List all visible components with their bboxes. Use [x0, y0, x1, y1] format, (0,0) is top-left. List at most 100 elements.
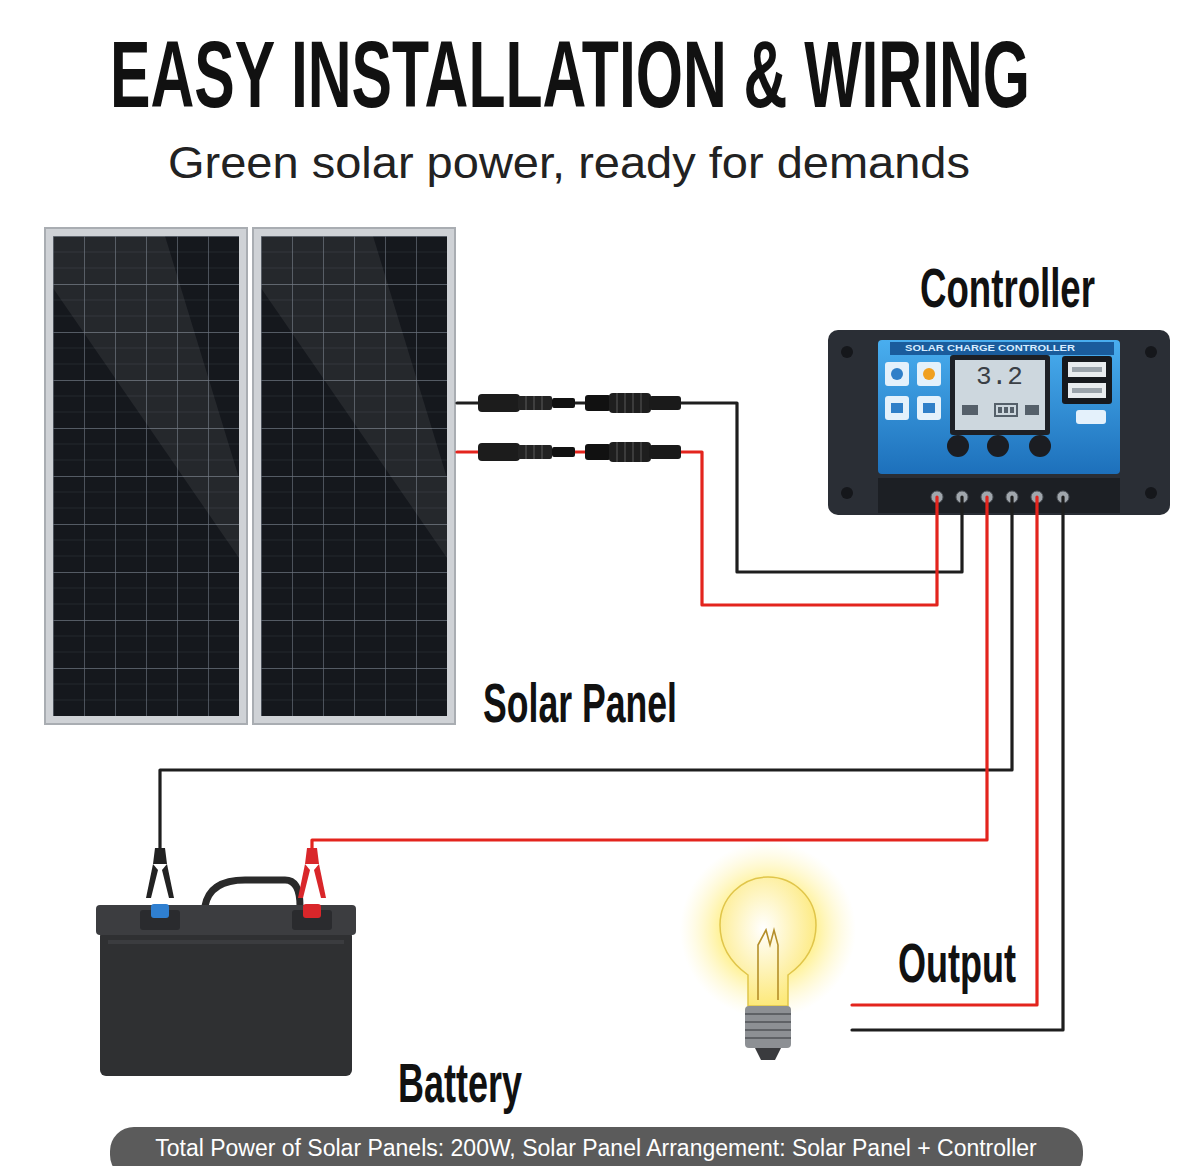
- mc4-connector: [649, 396, 681, 410]
- charge-controller: Controller: [828, 330, 1170, 497]
- part-label: Solar Panel: [483, 675, 677, 731]
- light-bulb: [755, 1048, 781, 1060]
- charge-controller-body: [950, 355, 1050, 435]
- wire: [852, 497, 1063, 1030]
- battery: Battery: [100, 848, 352, 1076]
- charge-controller-body: [1072, 388, 1102, 393]
- battery-clip-positive: [298, 864, 310, 898]
- charge-controller-body: [1076, 410, 1106, 424]
- charge-controller-body: [1029, 435, 1051, 457]
- charge-controller-body: [885, 396, 909, 420]
- charge-controller-body: [1025, 405, 1039, 415]
- battery-clip-negative: [153, 848, 167, 864]
- battery-body: [205, 880, 300, 906]
- mc4-connector: [585, 444, 611, 460]
- charge-controller-body: [962, 405, 978, 415]
- charge-controller-body: [885, 362, 909, 386]
- mc4-connector: [526, 396, 542, 410]
- charge-controller-body: [878, 478, 1120, 513]
- solar-panel-right: [261, 236, 447, 716]
- charge-controller-body: [917, 362, 941, 386]
- light-bulb: [758, 930, 778, 1000]
- caption: Total Power of Solar Panels: 200W, Solar…: [155, 1137, 1037, 1160]
- mc4-connector: [617, 442, 641, 462]
- battery-clip-negative: [146, 848, 174, 898]
- mc4-connector: [478, 443, 520, 461]
- charge-controller-body: [1072, 367, 1102, 372]
- battery-body: [96, 905, 356, 935]
- mc4-connector: [649, 445, 681, 459]
- wire: [457, 452, 937, 605]
- wire: [457, 403, 962, 572]
- mc4-connector: [552, 447, 575, 457]
- mc4-connector: [585, 395, 611, 411]
- charge-controller-body: [841, 487, 853, 499]
- charge-controller-body: [841, 346, 853, 358]
- charge-controller-body: [890, 342, 1114, 355]
- mc4-connector: [478, 442, 681, 462]
- mc4-connector: [526, 445, 542, 459]
- wire: [312, 497, 987, 848]
- charge-controller-body: [947, 435, 969, 457]
- battery-body: [303, 904, 321, 918]
- charge-controller-body: [891, 368, 903, 380]
- mc4-connector: [552, 398, 575, 408]
- mc4-connector: [478, 394, 520, 412]
- solar-panel-right: [261, 236, 447, 716]
- wire-pair: [160, 497, 1012, 848]
- battery-body: [100, 930, 352, 1076]
- solar-panel-left: [53, 236, 239, 558]
- solar-panel: Solar Panel: [43, 226, 457, 724]
- charge-controller-body: [1145, 346, 1157, 358]
- caption-bar: [110, 1127, 1083, 1166]
- charge-controller-body: [878, 340, 1120, 474]
- charge-controller-body: [987, 435, 1009, 457]
- battery-body: [96, 880, 356, 1076]
- charge-controller-body: [955, 360, 1045, 430]
- light-bulb: [680, 842, 856, 1018]
- solar-panel-left: [53, 236, 239, 716]
- battery-clip-positive: [298, 848, 326, 898]
- charge-controller-body: [1068, 383, 1106, 398]
- charge-controller-body: [917, 396, 941, 420]
- light-bulb: [720, 877, 816, 1006]
- charge-controller-body: [828, 330, 1170, 515]
- battery-body: [151, 904, 169, 918]
- charge-controller-body: [891, 403, 903, 413]
- solar-panel-right: [253, 228, 455, 724]
- mc4-connector: [617, 393, 641, 413]
- solar-panel-left: [53, 236, 239, 716]
- solar-panel-left: [45, 228, 247, 724]
- charge-controller-body: [1145, 487, 1157, 499]
- battery-clip-negative: [162, 864, 174, 898]
- battery-clip-negative: [146, 864, 158, 898]
- charge-controller-body: [1010, 407, 1014, 413]
- light-bulb: [680, 842, 856, 1060]
- panel-header: SOLAR CHARGE CONTROLLER: [905, 344, 1075, 353]
- charge-controller-body: [1068, 362, 1106, 377]
- mc4-connector: [518, 396, 552, 410]
- charge-controller-body: [923, 403, 935, 413]
- solar-panel-right: [253, 228, 455, 724]
- light-bulb: [745, 1006, 791, 1048]
- charge-controller-body: [828, 330, 1170, 515]
- part-label: Output: [898, 935, 1016, 991]
- battery-clip-positive: [314, 864, 326, 898]
- light-bulb: [745, 1014, 791, 1038]
- mc4-connector: [609, 393, 651, 413]
- mc4-connector: [518, 445, 552, 459]
- light-bulb: Output: [690, 860, 852, 1065]
- battery-body: [108, 940, 344, 944]
- wire-pair: [457, 403, 962, 605]
- battery-clip-positive: [305, 848, 319, 864]
- mc4-connector: [478, 393, 681, 413]
- charge-controller-body: [1062, 356, 1112, 404]
- charge-controller-body: [998, 407, 1002, 413]
- solar-panel-left: [45, 228, 247, 724]
- charge-controller-body: [1004, 407, 1008, 413]
